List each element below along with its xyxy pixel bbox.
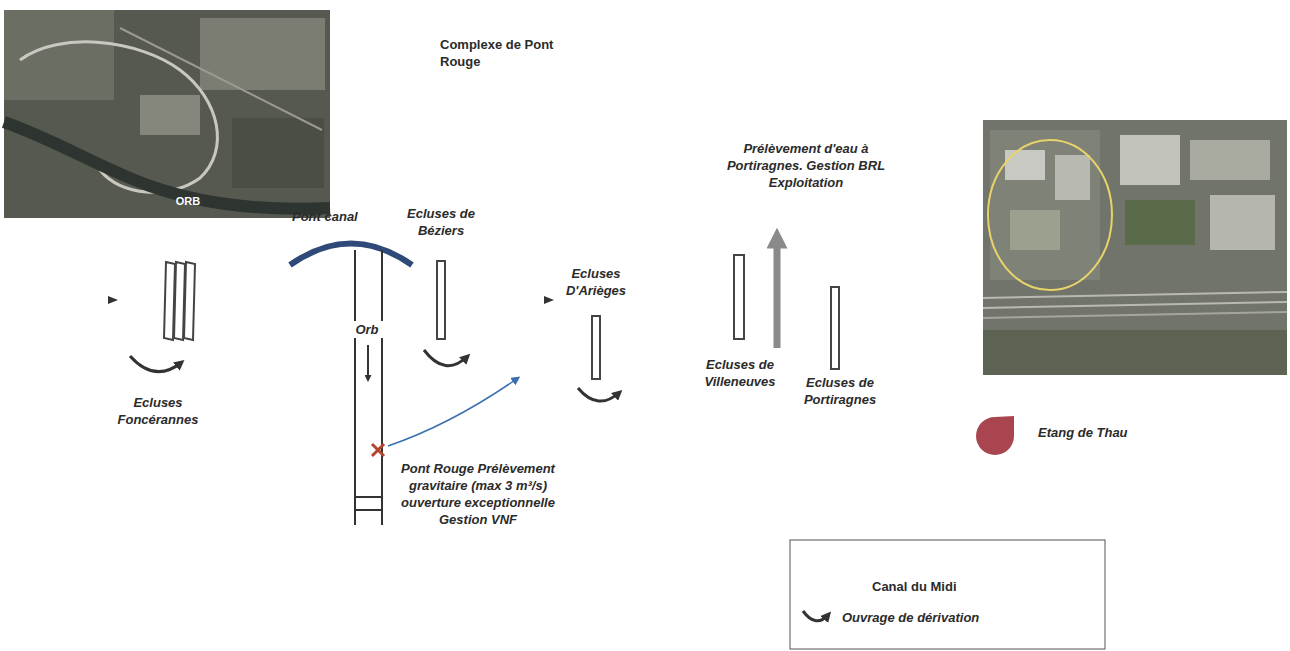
lock-staircase	[96, 258, 220, 348]
node-label: Ecluses de Villeneuves	[688, 356, 792, 390]
node-label: Ecluses Foncérannes	[96, 394, 220, 428]
direction-mark	[108, 296, 118, 304]
lock-chamber	[733, 254, 745, 340]
lock-group: Ecluses Foncérannes	[96, 258, 220, 430]
intake-note: Pont Rouge Prélèvement gravitaire (max 3…	[392, 460, 564, 528]
photo-caption: Complexe de Pont Rouge	[438, 36, 568, 70]
lock-chamber	[830, 286, 840, 370]
derivation-symbol	[130, 356, 182, 372]
aerial-photo	[983, 120, 1287, 375]
canal-bank	[354, 250, 356, 525]
lagoon-shape	[972, 412, 1018, 458]
intake-arrow	[388, 378, 518, 446]
canal-bank	[355, 509, 382, 511]
node-label: Ecluses D'Arièges	[550, 265, 642, 299]
river-name: Orb	[350, 321, 384, 338]
lock-symbol: Ecluses de Villeneuves	[688, 254, 792, 392]
legend-frame	[790, 540, 1105, 649]
lock-symbol: Ecluses de Béziers	[398, 205, 484, 342]
lagoon-symbol: Etang de Thau	[972, 410, 1147, 460]
lock-chamber	[436, 260, 446, 340]
lock-symbol: Ecluses de Portiragnes	[790, 286, 890, 410]
river-name: ORB	[166, 193, 210, 210]
flow-arrow	[367, 345, 369, 380]
intake-note: Prélèvement d'eau à Portiragnes. Gestion…	[718, 140, 894, 191]
node-label: Etang de Thau	[1036, 424, 1147, 441]
intake-arrow	[774, 236, 781, 348]
canal-bank	[355, 496, 382, 498]
structure-name: Pont canal	[290, 208, 386, 225]
aqueduct-arch	[290, 244, 412, 266]
intake-mark	[372, 444, 384, 456]
legend-entry: Ouvrage de dérivation	[800, 605, 979, 629]
derivation-symbol	[800, 605, 834, 629]
legend-title: Canal du Midi	[870, 578, 1030, 595]
aerial-photo	[4, 10, 330, 218]
derivation-symbol	[578, 388, 620, 401]
lock-chamber	[591, 315, 601, 380]
direction-mark	[544, 296, 554, 304]
node-label: Ecluses de Portiragnes	[790, 374, 890, 408]
node-label: Ecluses de Béziers	[398, 205, 484, 239]
lock-symbol: Ecluses D'Arièges	[550, 265, 642, 382]
canal-bank	[381, 250, 383, 525]
legend-label: Ouvrage de dérivation	[842, 610, 979, 625]
derivation-symbol	[424, 350, 468, 366]
